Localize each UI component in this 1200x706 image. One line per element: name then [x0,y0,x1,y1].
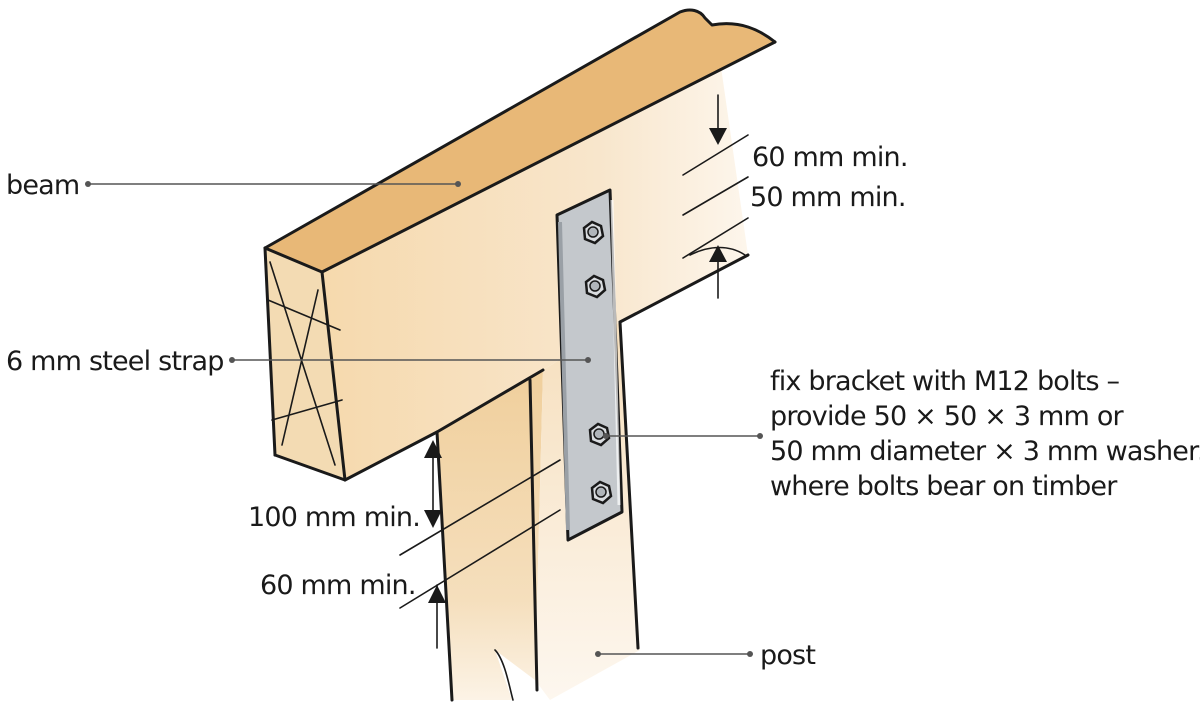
bracket-note-line-1: fix bracket with M12 bolts – [770,366,1120,397]
post-bolt-spacing-dimension: 100 mm min. [248,502,420,533]
steel-strap [555,188,624,542]
strap-label: 6 mm steel strap [6,346,224,377]
bracket-note-line-2: provide 50 × 50 × 3 mm or [770,401,1125,432]
beam-dimension-marks [682,94,749,299]
bracket-leader [603,433,763,439]
bolt [590,480,613,505]
beam-side-face [322,60,748,480]
beam-top-edge-dimension: 60 mm min. [752,142,908,173]
bolt [584,274,607,299]
bracket-note-line-3: 50 mm diameter × 3 mm washers [770,436,1200,467]
beam [263,8,777,482]
beam-label: beam [6,170,79,201]
beam-bolt-spacing-dimension: 50 mm min. [750,182,906,213]
post-end-edge-dimension: 60 mm min. [260,570,416,601]
bracket-note-line-4: where bolts bear on timber [770,471,1118,502]
bolt [588,422,611,447]
beam-top-face [265,10,775,272]
beam-leader [85,181,461,187]
bolt [582,220,605,245]
post-label: post [760,640,815,671]
strap-leader [229,357,591,363]
post-side-face [437,370,543,700]
post-dimension-marks [399,440,561,649]
post-leader [595,651,753,657]
